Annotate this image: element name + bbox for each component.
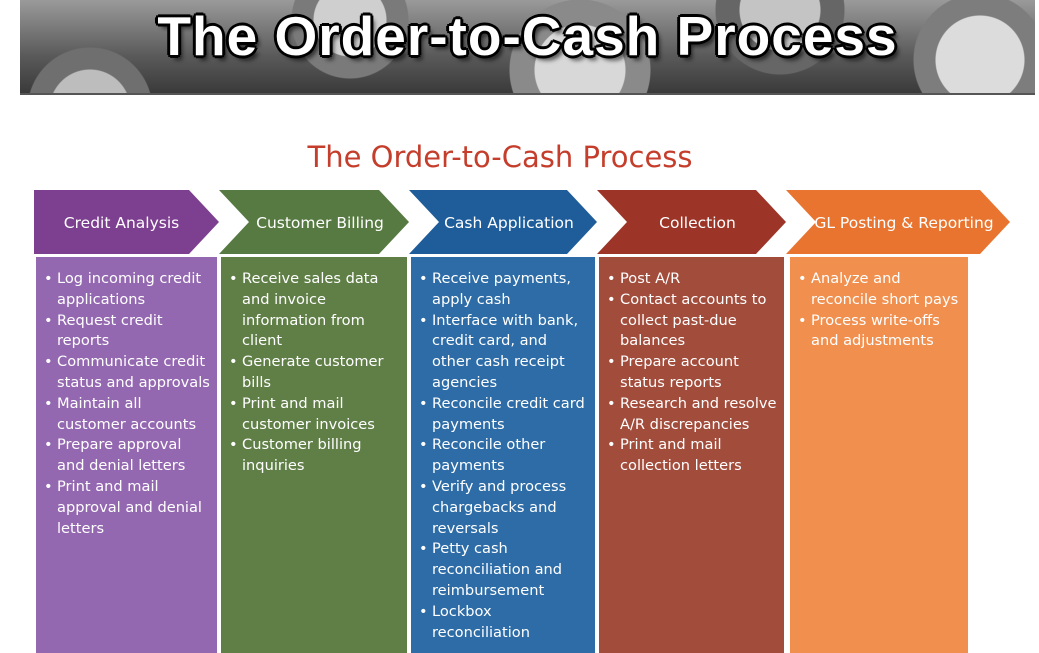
stage-column-2: Receive sales data and invoice informati… xyxy=(221,257,407,653)
list-item: Communicate credit status and approvals xyxy=(44,352,211,394)
list-item: Log incoming credit applications xyxy=(44,269,211,311)
title-banner: The Order-to-Cash Process xyxy=(20,0,1035,95)
banner-title: The Order-to-Cash Process xyxy=(157,5,898,67)
stage-arrow-1 xyxy=(34,190,219,254)
list-item: Request credit reports xyxy=(44,311,211,353)
stage-column-4: Post A/RContact accounts to collect past… xyxy=(599,257,784,653)
list-item: Reconcile credit card payments xyxy=(419,394,589,436)
list-item: Reconcile other payments xyxy=(419,435,589,477)
stage-arrow-3 xyxy=(409,190,597,254)
list-item: Print and mail customer invoices xyxy=(229,394,401,436)
stage-column-3: Receive payments, apply cashInterface wi… xyxy=(411,257,595,653)
stage-task-list: Receive sales data and invoice informati… xyxy=(229,269,401,477)
list-item: Prepare approval and denial letters xyxy=(44,435,211,477)
stage-arrow-5 xyxy=(786,190,1010,254)
list-item: Verify and process chargebacks and rever… xyxy=(419,477,589,539)
diagram-title: The Order-to-Cash Process xyxy=(307,140,693,174)
stage-arrow-2 xyxy=(219,190,409,254)
list-item: Prepare account status reports xyxy=(607,352,778,394)
list-item: Receive payments, apply cash xyxy=(419,269,589,311)
list-item: Print and mail approval and denial lette… xyxy=(44,477,211,539)
list-item: Research and resolve A/R discrepancies xyxy=(607,394,778,436)
stage-label: Credit Analysis xyxy=(64,214,179,232)
list-item: Customer billing inquiries xyxy=(229,435,401,477)
list-item: Process write-offs and adjustments xyxy=(798,311,962,353)
list-item: Post A/R xyxy=(607,269,778,290)
list-item: Interface with bank, credit card, and ot… xyxy=(419,311,589,394)
list-item: Maintain all customer accounts xyxy=(44,394,211,436)
list-item: Receive sales data and invoice informati… xyxy=(229,269,401,352)
list-item: Petty cash reconciliation and reimbursem… xyxy=(419,539,589,601)
stage-column-1: Log incoming credit applicationsRequest … xyxy=(36,257,217,653)
stage-column-5: Analyze and reconcile short paysProcess … xyxy=(790,257,968,653)
list-item: Generate customer bills xyxy=(229,352,401,394)
stage-label: GL Posting & Reporting xyxy=(814,214,993,232)
list-item: Print and mail collection letters xyxy=(607,435,778,477)
list-item: Lockbox reconciliation xyxy=(419,602,589,644)
stage-label: Customer Billing xyxy=(256,214,384,232)
stage-arrow-4 xyxy=(597,190,786,254)
stage-label: Cash Application xyxy=(444,214,574,232)
stage-task-list: Log incoming credit applicationsRequest … xyxy=(44,269,211,539)
list-item: Contact accounts to collect past-due bal… xyxy=(607,290,778,352)
list-item: Analyze and reconcile short pays xyxy=(798,269,962,311)
stage-task-list: Analyze and reconcile short paysProcess … xyxy=(798,269,962,352)
stage-label: Collection xyxy=(659,214,736,232)
stage-task-list: Post A/RContact accounts to collect past… xyxy=(607,269,778,477)
stage-task-list: Receive payments, apply cashInterface wi… xyxy=(419,269,589,643)
